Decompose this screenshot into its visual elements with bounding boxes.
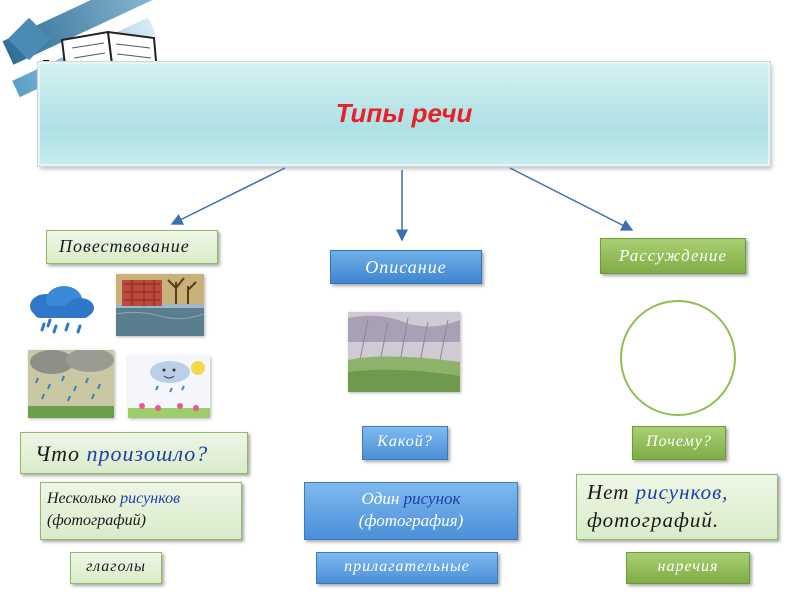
title-text: Типы речи: [335, 98, 473, 128]
narration-question: Что произошло?: [20, 432, 248, 474]
rainy-field-picture: [348, 312, 460, 392]
rain-cloud-icon: [30, 286, 94, 334]
description-question: Какой?: [362, 426, 448, 460]
reasoning-pictures: Нет рисунков, фотографий.: [576, 474, 778, 540]
arrow-to-reasoning: [509, 167, 634, 231]
description-part-of-speech: прилагательные: [316, 552, 498, 584]
title-box: Типы речи: [38, 62, 770, 166]
rain-picture: [28, 350, 114, 418]
reasoning-question: Почему?: [632, 426, 726, 460]
empty-circle: [620, 300, 736, 416]
landscape-picture: [116, 274, 204, 336]
narration-pictures: Несколько рисунков (фотографий): [40, 482, 242, 540]
reasoning-label: Рассуждение: [600, 238, 746, 274]
arrow-to-narration: [170, 167, 286, 225]
narration-label: Повествование: [46, 230, 218, 264]
cloud-flowers-picture: [128, 356, 210, 418]
narration-part-of-speech: глаголы: [70, 552, 162, 584]
description-label: Описание: [330, 250, 482, 284]
description-pictures: Один рисунок (фотография): [304, 482, 518, 540]
reasoning-part-of-speech: наречия: [626, 552, 750, 584]
